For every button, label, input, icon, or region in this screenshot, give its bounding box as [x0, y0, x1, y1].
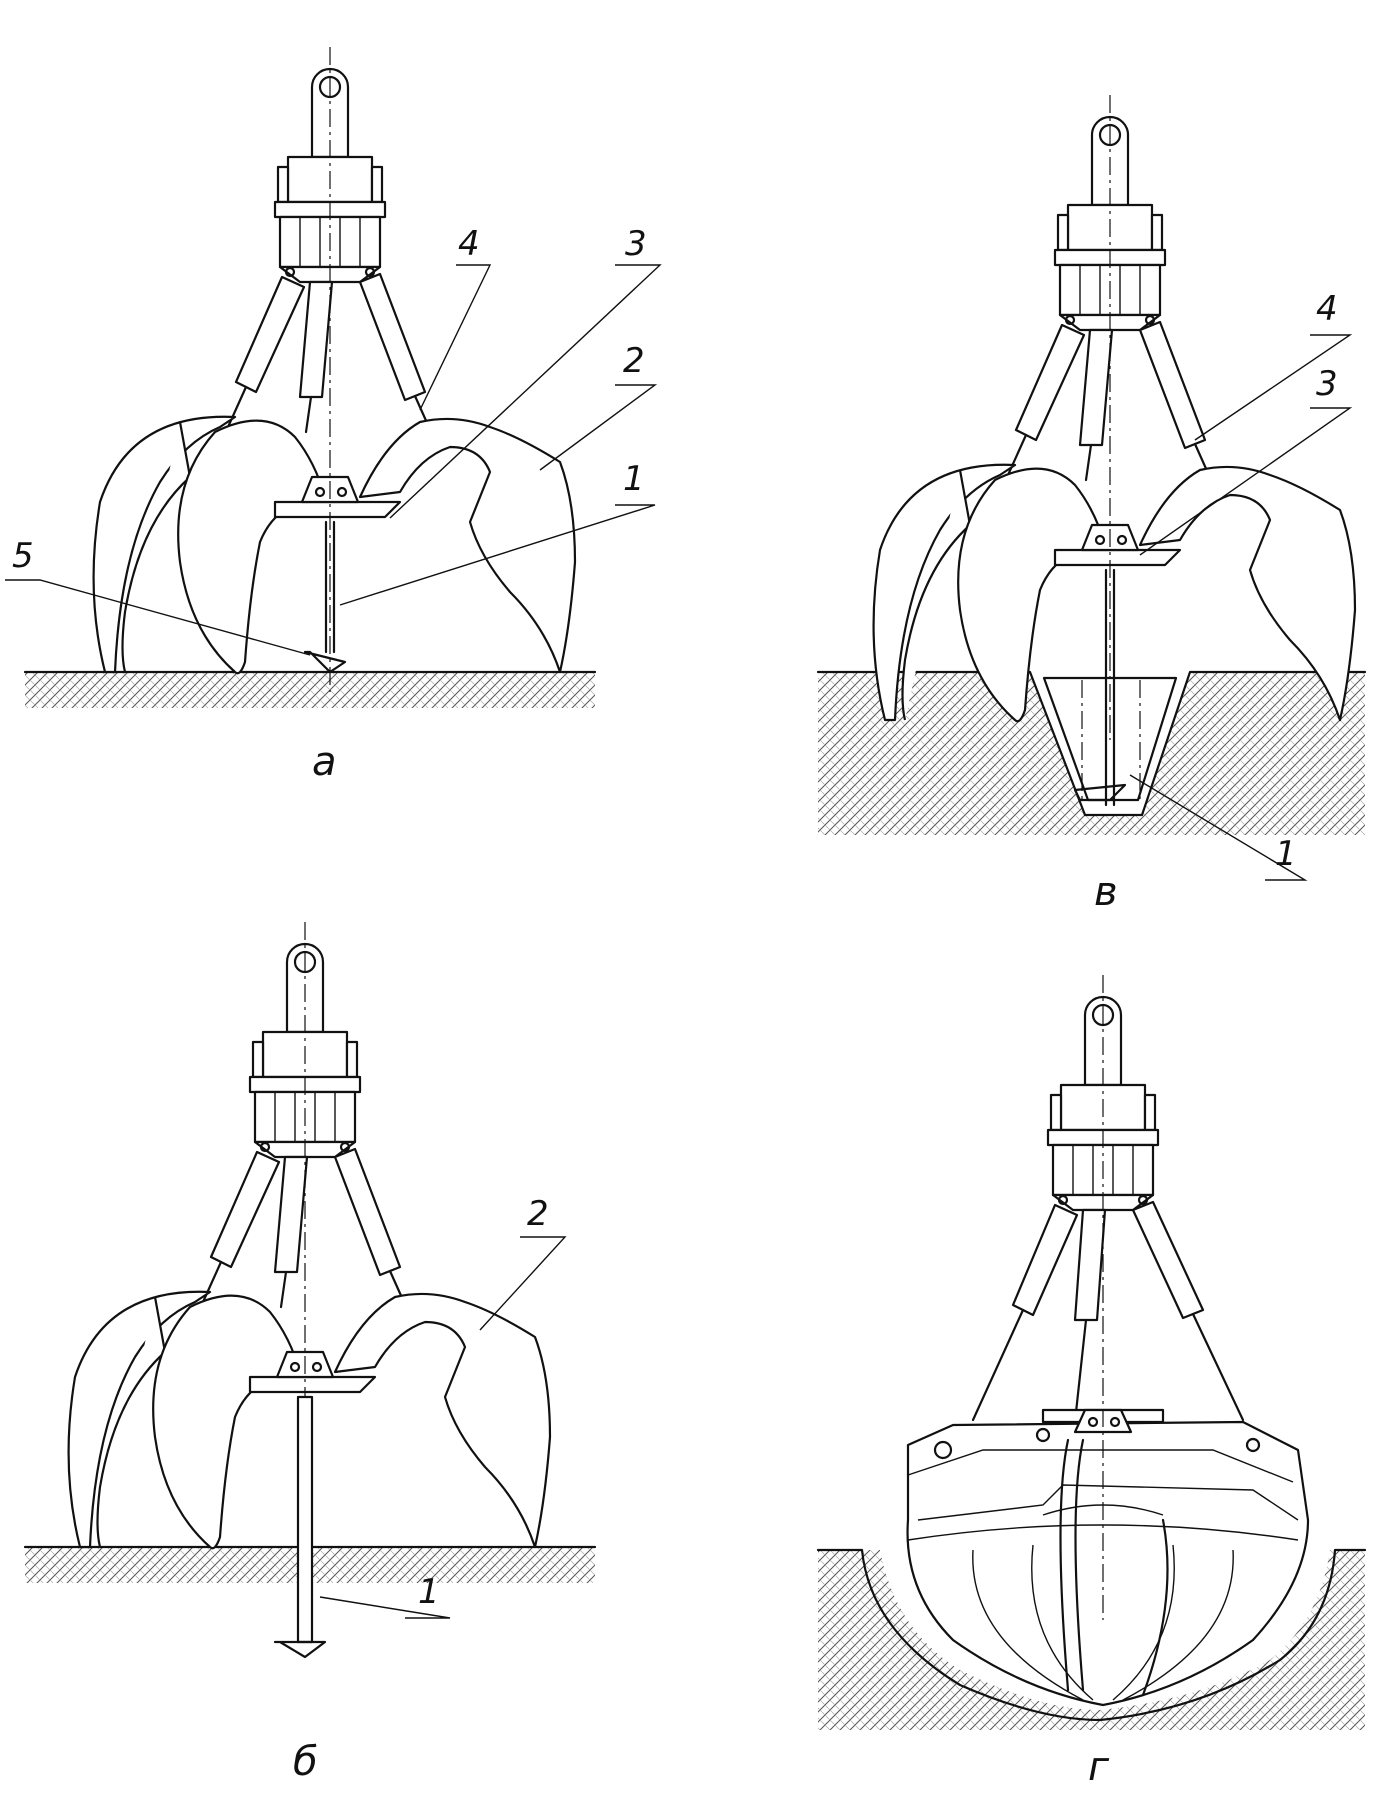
callout-2: 2 — [527, 1194, 549, 1234]
caption-v: в — [1094, 869, 1118, 915]
callout-1: 1 — [418, 1572, 440, 1612]
ground-hatch — [818, 672, 1365, 835]
ground-hatch — [25, 672, 595, 708]
callouts-a: 4 3 2 1 5 — [5, 224, 662, 656]
caption-b: б — [293, 1739, 318, 1785]
callout-1: 1 — [623, 459, 645, 499]
callout-4: 4 — [458, 224, 480, 264]
caption-g: г — [1088, 1744, 1110, 1790]
callout-1: 1 — [1275, 834, 1297, 874]
ground-hatch — [818, 1550, 1365, 1730]
caption-a: а — [312, 739, 337, 785]
callout-3: 3 — [625, 224, 647, 264]
callout-4: 4 — [1316, 289, 1338, 329]
panel-g: г — [816, 973, 1367, 1790]
callout-3: 3 — [1316, 364, 1338, 404]
panel-b: 2 1 б — [23, 920, 597, 1785]
callout-2: 2 — [623, 341, 645, 381]
callouts-v: 4 3 1 — [1129, 289, 1353, 881]
callouts-b: 2 1 — [319, 1194, 567, 1619]
panel-a: 4 3 2 1 5 а — [5, 45, 662, 785]
panel-v: 4 3 1 в — [816, 93, 1367, 915]
callout-5: 5 — [12, 536, 34, 576]
